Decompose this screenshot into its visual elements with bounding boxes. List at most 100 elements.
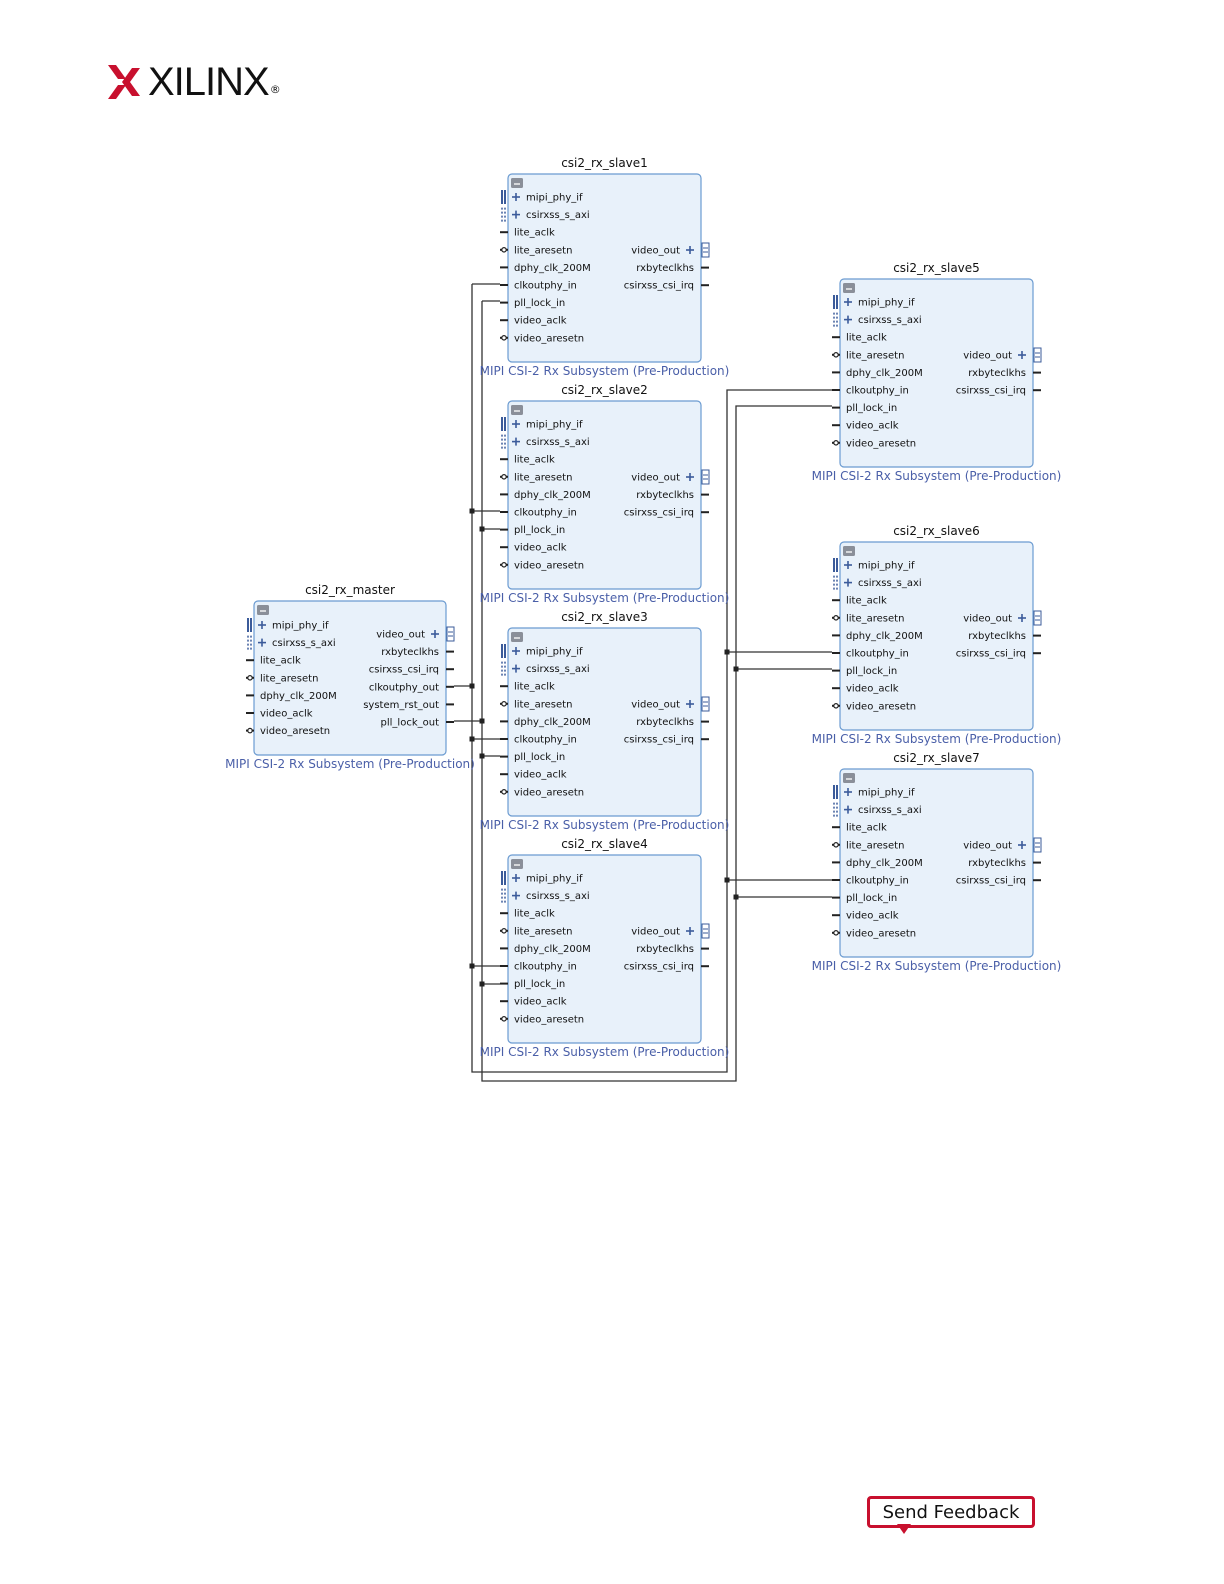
bus-icon (701, 923, 710, 939)
port-dphy-clk-200M: dphy_clk_200M (832, 631, 923, 642)
send-feedback-button[interactable]: Send Feedback (867, 1496, 1035, 1528)
port-lite-aresetn: lite_aresetn (246, 673, 318, 684)
send-feedback-label: Send Feedback (882, 1501, 1020, 1523)
port-pll-lock-in: pll_lock_in (832, 666, 897, 677)
plus-icon (512, 420, 520, 428)
block-title: csi2_rx_slave6 (893, 524, 980, 538)
port-lite-aresetn: lite_aresetn (832, 613, 904, 624)
plus-icon (512, 437, 520, 446)
port-video-aclk: video_aclk (832, 911, 899, 922)
port-pll-lock-out: pll_lock_out (381, 718, 454, 729)
ip-block-csi2-rx-slave5: csi2_rx_slave5mipi_phy_ifcsirxss_s_axili… (812, 261, 1062, 483)
port-label: video_out (631, 927, 680, 938)
port-csirxss-csi-irq: csirxss_csi_irq (624, 281, 709, 292)
port-label: lite_aresetn (514, 926, 572, 937)
port-label: clkoutphy_in (514, 735, 577, 746)
block-title: csi2_rx_slave4 (561, 837, 648, 851)
plus-icon (1018, 351, 1026, 359)
inverted-pin-icon (501, 561, 507, 568)
collapse-icon-box (843, 283, 855, 293)
port-label: video_aresetn (514, 1014, 584, 1025)
port-label: dphy_clk_200M (514, 263, 591, 274)
bus-icon (836, 558, 838, 572)
collapse-icon-box (511, 859, 523, 869)
port-clkoutphy-in: clkoutphy_in (500, 508, 577, 519)
port-mipi-phy-if: mipi_phy_if (501, 871, 583, 885)
plus-icon (512, 193, 520, 201)
port-video-aclk: video_aclk (832, 684, 899, 695)
port-label: video_out (963, 841, 1012, 852)
port-lite-aclk: lite_aclk (500, 228, 555, 239)
port-video-aclk: video_aclk (832, 421, 899, 432)
port-lite-aresetn: lite_aresetn (832, 840, 904, 851)
port-video-out: video_out (963, 347, 1042, 363)
collapse-icon-box (511, 178, 523, 188)
port-label: video_aresetn (514, 560, 584, 571)
plus-icon (844, 298, 852, 306)
port-lite-aclk: lite_aclk (832, 596, 887, 607)
port-csirxss-s-axi: csirxss_s_axi (247, 635, 336, 650)
port-label: video_aresetn (846, 438, 916, 449)
port-label: video_aresetn (514, 787, 584, 798)
bus-icon (1033, 837, 1042, 853)
port-csirxss-s-axi: csirxss_s_axi (833, 802, 922, 817)
port-video-aresetn: video_aresetn (500, 787, 584, 798)
inverted-pin-icon (501, 334, 507, 341)
port-clkoutphy-in: clkoutphy_in (832, 876, 909, 887)
port-label: lite_aclk (514, 228, 555, 239)
port-label: video_out (631, 473, 680, 484)
port-label: clkoutphy_in (514, 281, 577, 292)
collapse-icon-box (511, 632, 523, 642)
port-lite-aresetn: lite_aresetn (500, 472, 572, 483)
junction-dot (469, 963, 475, 969)
port-label: csirxss_s_axi (526, 664, 590, 675)
port-label: dphy_clk_200M (260, 691, 337, 702)
inverted-pin-icon (501, 473, 507, 480)
port-label: csirxss_s_axi (272, 638, 336, 649)
block-subtitle: MIPI CSI-2 Rx Subsystem (Pre-Production) (812, 469, 1062, 483)
port-label: mipi_phy_if (858, 788, 915, 799)
plus-icon (512, 891, 520, 900)
port-rxbyteclkhs: rxbyteclkhs (636, 717, 709, 728)
port-label: pll_lock_in (846, 893, 897, 904)
port-label: mipi_phy_if (272, 621, 329, 632)
port-lite-aclk: lite_aclk (500, 909, 555, 920)
port-lite-aclk: lite_aclk (246, 656, 301, 667)
port-label: lite_aresetn (514, 472, 572, 483)
port-label: rxbyteclkhs (968, 631, 1026, 642)
port-dphy-clk-200M: dphy_clk_200M (500, 717, 591, 728)
block-subtitle: MIPI CSI-2 Rx Subsystem (Pre-Production) (480, 818, 730, 832)
collapse-icon (511, 178, 523, 188)
port-label: pll_lock_in (846, 666, 897, 677)
port-label: video_aclk (846, 421, 899, 432)
port-lite-aresetn: lite_aresetn (500, 245, 572, 256)
plus-icon (844, 805, 852, 814)
registered-mark: ® (269, 82, 281, 96)
port-label: pll_lock_in (846, 403, 897, 414)
port-dphy-clk-200M: dphy_clk_200M (246, 691, 337, 702)
bus-icon (247, 618, 249, 632)
bus-icon (836, 295, 838, 309)
block-subtitle: MIPI CSI-2 Rx Subsystem (Pre-Production) (225, 757, 475, 771)
collapse-icon (511, 632, 523, 642)
feedback-callout-tail (897, 1524, 911, 1534)
port-label: system_rst_out (363, 700, 439, 711)
block-title: csi2_rx_slave3 (561, 610, 648, 624)
port-label: clkoutphy_in (514, 962, 577, 973)
port-video-out: video_out (963, 610, 1042, 626)
port-label: lite_aresetn (846, 840, 904, 851)
junction-dot (479, 981, 485, 987)
port-label: video_aclk (514, 543, 567, 554)
port-dphy-clk-200M: dphy_clk_200M (832, 368, 923, 379)
port-label: rxbyteclkhs (636, 717, 694, 728)
port-rxbyteclkhs: rxbyteclkhs (636, 490, 709, 501)
port-label: csirxss_csi_irq (624, 962, 694, 973)
port-video-out: video_out (631, 242, 710, 258)
port-pll-lock-in: pll_lock_in (832, 403, 897, 414)
port-label: lite_aresetn (514, 245, 572, 256)
port-label: mipi_phy_if (526, 874, 583, 885)
block-subtitle: MIPI CSI-2 Rx Subsystem (Pre-Production) (480, 364, 730, 378)
port-label: video_aclk (514, 316, 567, 327)
collapse-icon-box (511, 405, 523, 415)
ip-block-csi2-rx-slave7: csi2_rx_slave7mipi_phy_ifcsirxss_s_axili… (812, 751, 1062, 973)
